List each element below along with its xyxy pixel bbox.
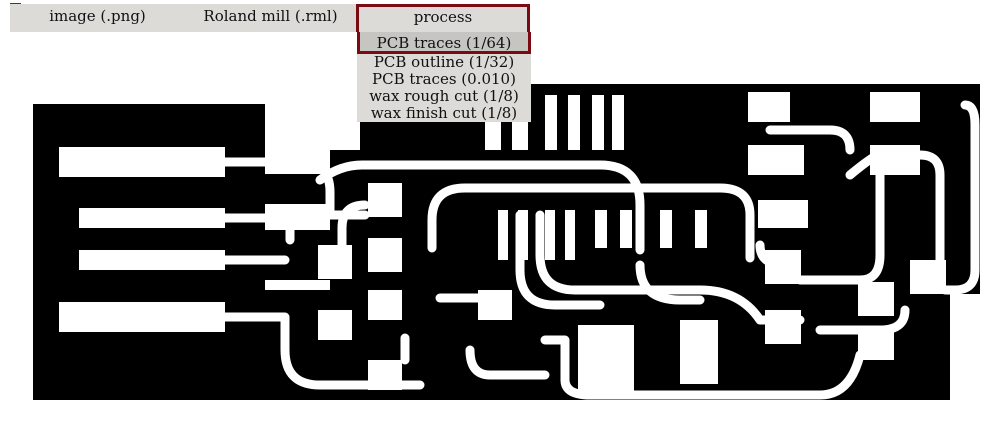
process-option-wax-rough-cut-1-8[interactable]: wax rough cut (1/8) — [369, 87, 519, 105]
menu-roland-mill-rml[interactable]: Roland mill (.rml) — [203, 7, 338, 25]
menu-process[interactable]: process — [356, 4, 530, 32]
process-dropdown-list: PCB traces (1/64) PCB outline (1/32) PCB… — [357, 32, 531, 122]
menu-image-png[interactable]: image (.png) — [49, 7, 146, 25]
usb-pad-1 — [59, 147, 225, 177]
usb-pad-2 — [79, 208, 225, 228]
process-option-pcb-traces-0-010[interactable]: PCB traces (0.010) — [372, 70, 516, 88]
process-option-wax-finish-cut-1-8[interactable]: wax finish cut (1/8) — [370, 104, 518, 122]
usb-pad-3 — [79, 250, 225, 270]
process-option-pcb-traces-1-64[interactable]: PCB traces (1/64) — [357, 32, 531, 54]
menu-bar: image (.png) Roland mill (.rml) process — [10, 4, 530, 32]
usb-pad-4 — [59, 302, 225, 332]
process-option-pcb-outline-1-32[interactable]: PCB outline (1/32) — [373, 53, 515, 71]
